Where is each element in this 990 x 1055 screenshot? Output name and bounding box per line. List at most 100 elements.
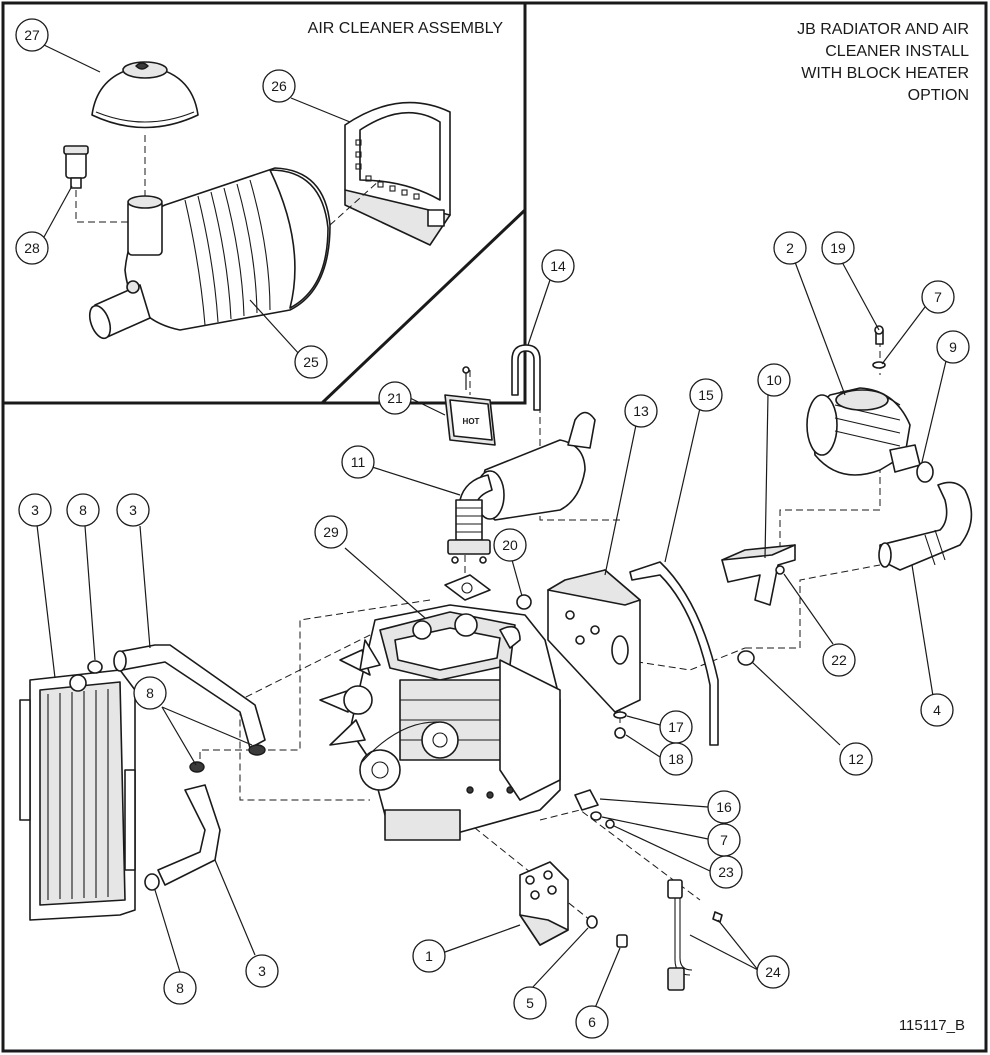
upper-radiator-hose [117, 644, 266, 749]
mounting-band [344, 101, 451, 246]
svg-text:7: 7 [720, 832, 728, 848]
callout-8-upper: 8 [66, 493, 100, 527]
lower-radiator-hose [157, 784, 221, 886]
callout-5: 5 [513, 986, 547, 1020]
callout-27: 27 [15, 18, 49, 52]
hose-clamp-8-mid [189, 761, 205, 773]
engine-bracket [547, 569, 641, 713]
callout-21: 21 [378, 381, 412, 415]
svg-text:29: 29 [323, 524, 339, 540]
svg-text:10: 10 [766, 372, 782, 388]
washer-7-lower [590, 811, 602, 821]
svg-text:11: 11 [351, 454, 366, 470]
callout-19: 19 [821, 231, 855, 265]
svg-text:8: 8 [146, 685, 154, 701]
svg-text:19: 19 [830, 240, 846, 256]
bolt-18 [614, 727, 626, 739]
callout-12: 12 [839, 742, 873, 776]
callout-22: 22 [822, 643, 856, 677]
main-title-line-1: JB RADIATOR AND AIR [797, 21, 969, 38]
main-title: JB RADIATOR AND AIR CLEANER INSTALL WITH… [797, 21, 969, 104]
svg-text:18: 18 [668, 751, 684, 767]
callout-3-left: 3 [18, 493, 52, 527]
callout-1: 1 [412, 939, 446, 973]
engine [319, 604, 561, 841]
svg-text:5: 5 [526, 995, 534, 1011]
radiator [19, 669, 136, 921]
callout-13: 13 [624, 394, 658, 428]
callout-4: 4 [920, 693, 954, 727]
main-title-line-2: CLEANER INSTALL [825, 43, 969, 60]
svg-text:24: 24 [765, 964, 781, 980]
callout-15: 15 [689, 378, 723, 412]
hose-clamp-12 [737, 650, 755, 666]
callout-7-top: 7 [921, 280, 955, 314]
svg-text:23: 23 [718, 864, 734, 880]
callout-8-lower: 8 [163, 971, 197, 1005]
air-cleaner-bracket [721, 544, 796, 606]
heat-shield: HOT [444, 366, 496, 446]
u-bolt [511, 344, 541, 411]
callout-17: 17 [659, 710, 693, 744]
svg-text:3: 3 [129, 502, 137, 518]
svg-text:2: 2 [786, 240, 794, 256]
inset-border-diagonal [320, 208, 527, 405]
intake-hose [879, 481, 973, 571]
callout-18: 18 [659, 742, 693, 776]
callout-3-upper: 3 [116, 493, 150, 527]
svg-text:25: 25 [303, 354, 319, 370]
svg-text:7: 7 [934, 289, 942, 305]
heat-shield-label: HOT [463, 417, 480, 426]
svg-text:8: 8 [79, 502, 87, 518]
washer-5 [586, 915, 598, 929]
callout-6: 6 [575, 1005, 609, 1039]
svg-text:12: 12 [848, 751, 864, 767]
svg-text:1: 1 [425, 948, 433, 964]
sensor-16 [574, 789, 599, 811]
svg-text:14: 14 [550, 258, 566, 274]
hose-clamp-9 [916, 461, 934, 483]
svg-text:15: 15 [698, 387, 714, 403]
svg-text:16: 16 [716, 799, 732, 815]
block-heater-cord [667, 879, 723, 991]
callout-29: 29 [314, 515, 348, 549]
callout-23: 23 [709, 855, 743, 889]
svg-text:20: 20 [502, 537, 518, 553]
callout-3-lower: 3 [245, 954, 279, 988]
plug-23 [605, 819, 615, 829]
air-cleaner-body [88, 167, 331, 340]
svg-text:3: 3 [258, 963, 266, 979]
leader-lines [36, 44, 947, 1009]
callout-9: 9 [936, 330, 970, 364]
air-cleaner-installed [806, 387, 921, 476]
svg-text:3: 3 [31, 502, 39, 518]
engine-mount [519, 861, 569, 946]
callout-25: 25 [294, 345, 328, 379]
svg-text:28: 28 [24, 240, 40, 256]
callout-26: 26 [262, 69, 296, 103]
main-title-line-3: WITH BLOCK HEATER [801, 65, 969, 82]
air-cleaner-cover [91, 61, 199, 129]
lock-washer-17 [613, 711, 627, 719]
svg-text:21: 21 [387, 390, 403, 406]
flex-exhaust-pipe [447, 474, 493, 564]
callout-16: 16 [707, 790, 741, 824]
svg-text:9: 9 [949, 339, 957, 355]
callout-2: 2 [773, 231, 807, 265]
callout-8-mid: 8 [133, 676, 167, 710]
svg-text:22: 22 [831, 652, 847, 668]
svg-text:13: 13 [633, 403, 649, 419]
service-indicator [63, 145, 89, 189]
drawing-code: 115117_B [899, 1017, 965, 1034]
callout-28: 28 [15, 231, 49, 265]
callout-7-lower: 7 [707, 823, 741, 857]
callout-14: 14 [541, 249, 575, 283]
callout-24: 24 [756, 955, 790, 989]
inset-border [3, 3, 527, 405]
callouts: 27 26 28 25 14 2 19 7 9 21 13 15 10 11 3… [15, 18, 970, 1039]
main-title-line-4: OPTION [908, 87, 969, 104]
callout-10: 10 [757, 363, 791, 397]
callout-20: 20 [493, 528, 527, 562]
